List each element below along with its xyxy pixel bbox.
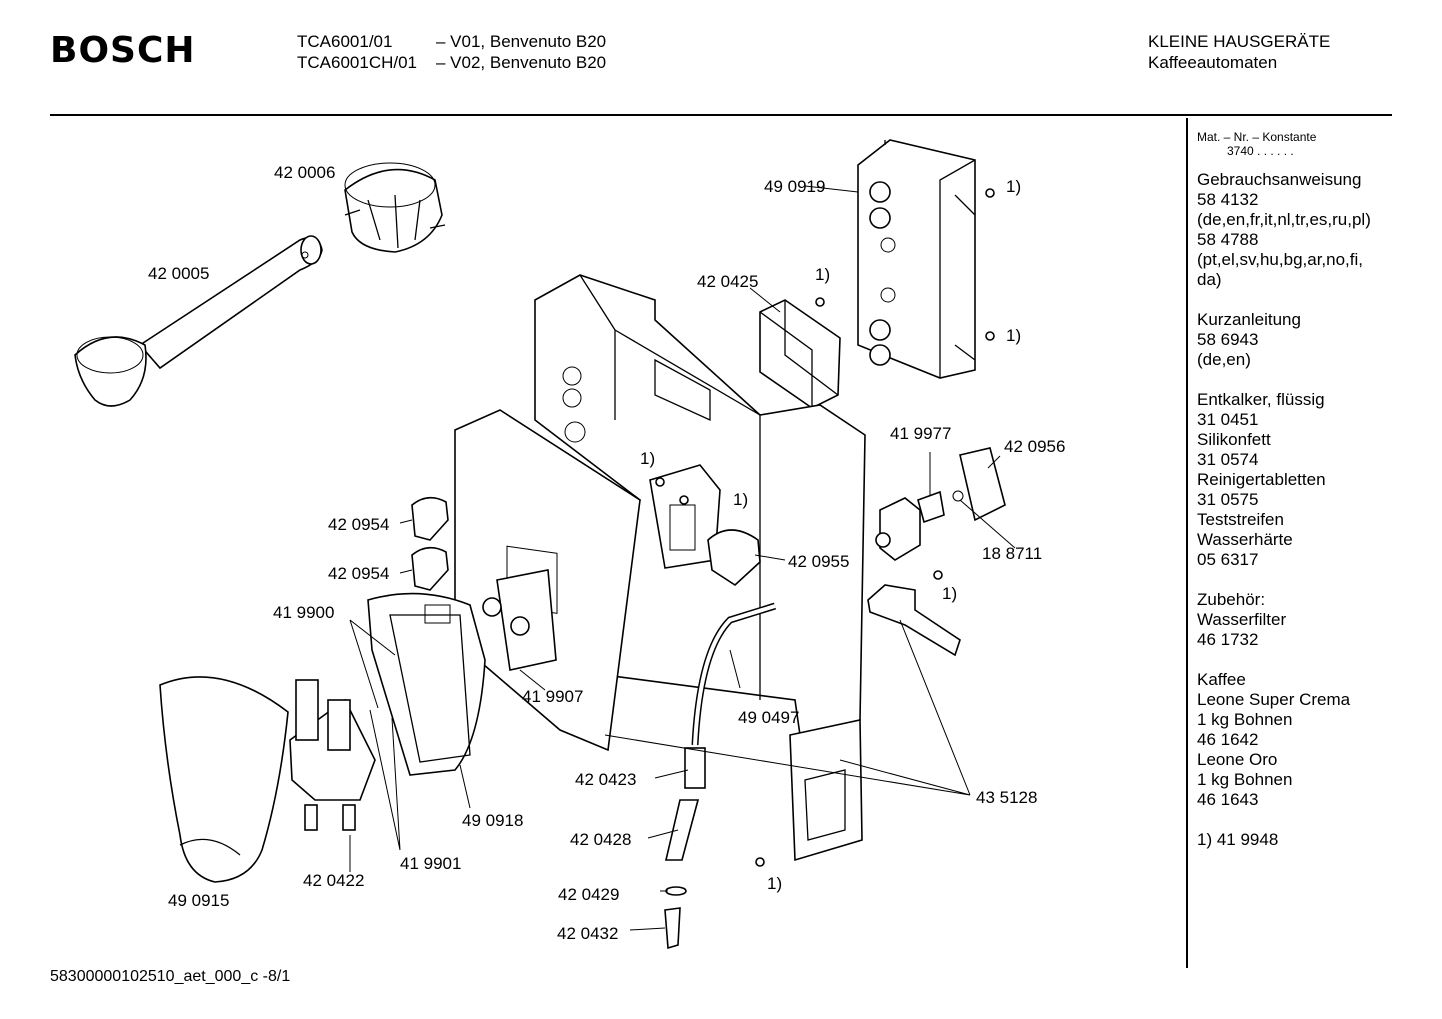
switch-bracket-part <box>867 584 961 657</box>
screw-parts <box>655 188 995 867</box>
sidebar-line: 46 1732 <box>1197 630 1259 649</box>
grinder-adjuster-part <box>649 464 721 569</box>
label-420955: 42 0955 <box>788 552 850 571</box>
category-title: KLEINE HAUSGERÄTE <box>1148 32 1331 51</box>
label-420422: 42 0422 <box>303 871 365 890</box>
control-panel-part <box>857 139 976 379</box>
footnote-marker: 1) <box>733 490 749 509</box>
label-420954: 42 0954 <box>328 564 390 583</box>
header-divider <box>50 114 1392 116</box>
sidebar-line: Leone Super Crema <box>1197 690 1351 709</box>
footnote-marker: 1) <box>767 874 783 893</box>
label-188711: 18 8711 <box>982 544 1043 563</box>
sidebar-line: Kurzanleitung <box>1197 310 1301 329</box>
brand-logo: BOSCH <box>50 30 196 71</box>
label-420432: 42 0432 <box>557 924 619 943</box>
label-490915: 49 0915 <box>168 891 230 910</box>
label-419900: 41 9900 <box>273 603 335 622</box>
sidebar-line: 58 4132 <box>1197 190 1259 209</box>
model-variant-2: – V02, Benvenuto B20 <box>436 53 607 72</box>
sidebar-line: (de,en) <box>1197 350 1251 369</box>
sidebar-line: Zubehör: <box>1197 590 1266 609</box>
document-id: 58300000102510_aet_000_c -8/1 <box>50 968 291 985</box>
sidebar-line: 58 6943 <box>1197 330 1259 349</box>
footnote-marker: 1) <box>815 265 831 284</box>
material-number-label: Mat. – Nr. – Konstante <box>1197 130 1317 144</box>
label-419977: 41 9977 <box>890 424 952 443</box>
subcategory-title: Kaffeeautomaten <box>1148 53 1278 72</box>
sidebar-line: 1 kg Bohnen <box>1197 710 1293 729</box>
model-variant-1: – V01, Benvenuto B20 <box>436 32 607 51</box>
sidebar-line: 31 0574 <box>1197 450 1259 469</box>
sidebar-line: 1 kg Bohnen <box>1197 770 1293 789</box>
label-420425: 42 0425 <box>697 272 759 291</box>
water-hose-parts <box>664 602 777 950</box>
footnote-marker: 1) <box>942 584 958 603</box>
lower-cover-part <box>789 719 863 862</box>
sidebar-line: Reinigertabletten <box>1197 470 1326 489</box>
sidebar-line: (de,en,fr,it,nl,tr,es,ru,pl) <box>1197 210 1371 229</box>
drip-tray-part <box>367 592 486 776</box>
label-419907: 41 9907 <box>522 687 584 706</box>
sidebar-line: (pt,el,sv,hu,bg,ar,no,fi, <box>1197 250 1363 269</box>
sidebar-line: 1) 41 9948 <box>1197 830 1279 849</box>
label-420428: 42 0428 <box>570 830 632 849</box>
rotary-knob-parts <box>411 496 761 591</box>
footnote-marker: 1) <box>1006 177 1022 196</box>
parts-sidebar: Mat. – Nr. – Konstante 3740 . . . . . . … <box>1197 130 1397 850</box>
sidebar-line: 05 6317 <box>1197 550 1259 569</box>
sidebar-line: 58 4788 <box>1197 230 1259 249</box>
sidebar-line: Wasserfilter <box>1197 610 1287 629</box>
grinder-funnel-part <box>344 162 446 253</box>
label-420956: 42 0956 <box>1004 437 1066 456</box>
sidebar-line: da) <box>1197 270 1222 289</box>
sidebar-line: Teststreifen <box>1197 510 1284 529</box>
footnote-marker: 1) <box>1006 326 1022 345</box>
label-435128: 43 5128 <box>976 788 1038 807</box>
sidebar-group: 1) 41 9948 <box>1197 830 1397 850</box>
sidebar-line: Entkalker, flüssig <box>1197 390 1325 409</box>
electronic-module-part <box>759 299 841 409</box>
sidebar-line: Kaffee <box>1197 670 1246 689</box>
label-490918: 49 0918 <box>462 811 524 830</box>
label-419901: 41 9901 <box>400 854 462 873</box>
sidebar-line: Gebrauchsanweisung <box>1197 170 1362 189</box>
label-420005: 42 0005 <box>148 264 210 283</box>
label-490919: 49 0919 <box>764 177 826 196</box>
model-number-1: TCA6001/01 <box>297 32 393 51</box>
label-420423: 42 0423 <box>575 770 637 789</box>
sidebar-line: Leone Oro <box>1197 750 1278 769</box>
grounds-container-part <box>159 676 289 883</box>
material-number-value: 3740 . . . . . . <box>1227 144 1294 158</box>
leader-lines <box>349 185 1016 931</box>
label-420429: 42 0429 <box>558 885 620 904</box>
label-420954: 42 0954 <box>328 515 390 534</box>
solenoid-valve-part <box>875 447 1006 561</box>
sidebar-line: Silikonfett <box>1197 430 1271 449</box>
sidebar-line: Wasserhärte <box>1197 530 1293 549</box>
measuring-spoon-part <box>74 235 323 407</box>
sidebar-line: 31 0575 <box>1197 490 1259 509</box>
sidebar-line: 46 1643 <box>1197 790 1259 809</box>
sidebar-line: 31 0451 <box>1197 410 1259 429</box>
sidebar-line: 46 1642 <box>1197 730 1259 749</box>
sidebar-divider <box>1186 118 1188 968</box>
exploded-parts-diagram <box>74 139 1016 950</box>
label-420006: 42 0006 <box>274 163 336 182</box>
model-number-2: TCA6001CH/01 <box>297 53 418 72</box>
footnote-marker: 1) <box>640 449 656 468</box>
label-490497: 49 0497 <box>738 708 800 727</box>
front-cover-part <box>454 409 641 752</box>
brewing-unit-part <box>289 679 376 831</box>
